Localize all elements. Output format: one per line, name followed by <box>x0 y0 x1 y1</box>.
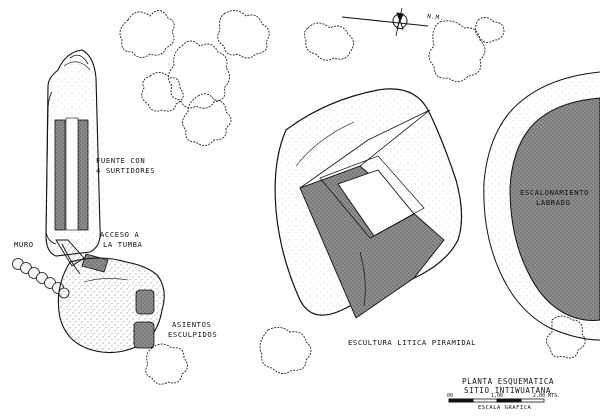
wall-muro <box>12 258 70 299</box>
label-acceso-line1: ACCESO A <box>100 230 140 239</box>
vegetation-outlines <box>119 10 586 385</box>
title-line1: PLANTA ESQUEMATICA <box>462 377 555 386</box>
label-asientos-line1: ASIENTOS <box>172 320 212 329</box>
label-escalonamiento-line1: ESCALONAMIENTO <box>520 188 589 197</box>
carved-terracing <box>483 71 600 341</box>
north-arrow-label: N.M. <box>426 12 445 23</box>
carved-seats-block <box>57 257 165 354</box>
scale-caption: ESCALA GRAFICA <box>478 405 532 411</box>
scale-bar <box>448 398 545 403</box>
title-line2: SITIO INTIWUATANA <box>464 386 551 395</box>
label-fuente-line2: 4 SURTIDORES <box>96 166 156 175</box>
fountain-structure <box>45 49 101 257</box>
north-arrow <box>341 7 429 37</box>
label-escultura: ESCULTURA LITICA PIRAMIDAL <box>348 338 477 347</box>
pyramidal-sculpture <box>274 88 463 319</box>
label-asientos-line2: ESCULPIDOS <box>168 330 218 339</box>
label-muro: MURO <box>14 240 34 249</box>
label-escalonamiento-line2: LABRADO <box>536 198 571 207</box>
label-fuente-line1: FUENTE CON <box>96 156 146 165</box>
scale-tick-0: 00 <box>447 393 454 399</box>
scale-tick-1: 1,00 <box>491 393 504 399</box>
scale-tick-2: 2,00 MTS. <box>533 393 561 399</box>
label-acceso-line2: LA TUMBA <box>103 240 143 249</box>
